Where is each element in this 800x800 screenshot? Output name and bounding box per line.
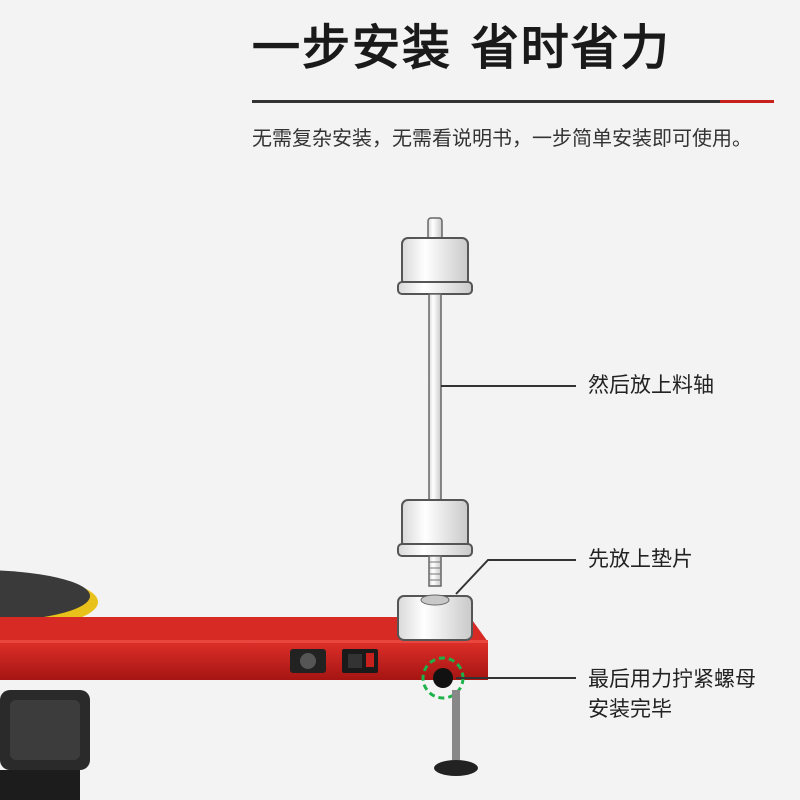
intro-text: 无需复杂安装，无需看说明书，一步简单安装即可使用。 — [252, 126, 752, 150]
title-divider-accent — [720, 100, 774, 103]
turntable-disc-icon — [0, 570, 98, 632]
page-title: 一步安装 省时省力 — [252, 20, 671, 76]
material-axle-icon — [397, 217, 473, 587]
title-divider — [252, 100, 722, 103]
callout-washer-label: 先放上垫片 — [588, 547, 693, 571]
motor-icon — [0, 690, 90, 800]
leveling-foot-icon — [434, 690, 478, 776]
callout-tighten-line2: 安装完毕 — [588, 697, 672, 721]
spacer-washer-icon — [397, 594, 473, 641]
callout-tighten-line1: 最后用力拧紧螺母 — [588, 667, 756, 691]
callout-leader-lines — [441, 385, 576, 679]
callout-axle-label: 然后放上料轴 — [588, 373, 714, 397]
red-frame-icon — [0, 617, 488, 680]
callout-tighten-label: 最后用力拧紧螺母 安装完毕 — [588, 664, 756, 724]
